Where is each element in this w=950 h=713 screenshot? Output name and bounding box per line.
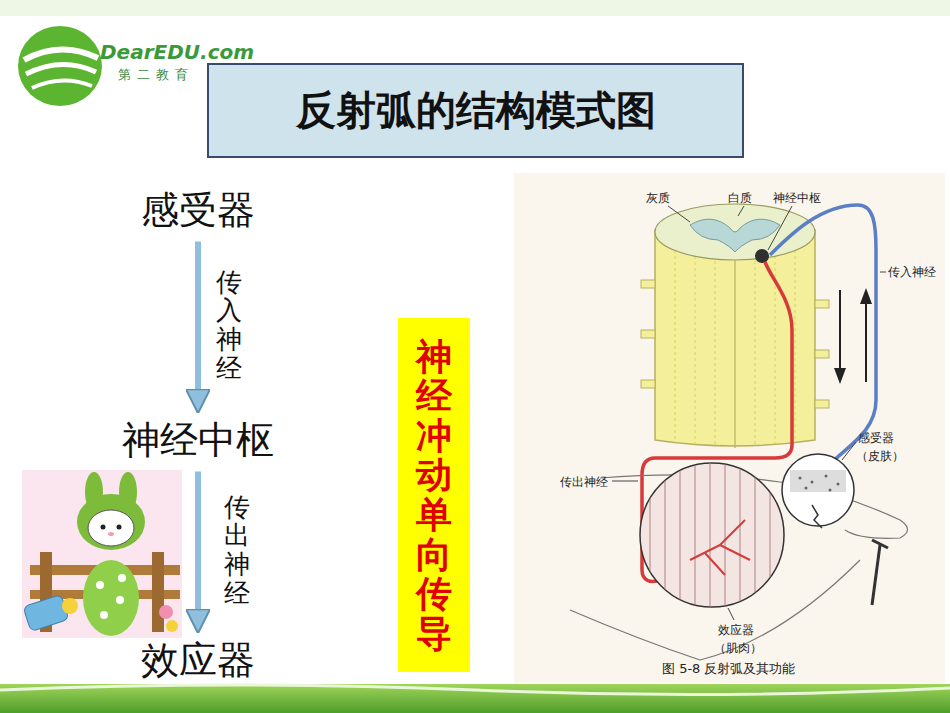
logo-mark xyxy=(18,26,102,106)
top-stripe xyxy=(0,0,950,16)
edge-label-box: 传出神经 xyxy=(224,493,250,607)
highlight-box: 神经冲动单向传导 xyxy=(398,318,470,672)
arrow-connector xyxy=(195,242,201,409)
node-text: 神经中枢 xyxy=(116,415,280,466)
edge-label: 传出神经 xyxy=(224,493,250,607)
node-text: 神经冲动单向传导 xyxy=(416,337,452,654)
figure-caption: 图 5-8 反射弧及其功能 xyxy=(662,660,796,678)
figure-label: 白质 xyxy=(728,190,752,207)
figure-label: 感受器 xyxy=(858,430,894,447)
reflex-arc-figure xyxy=(514,173,945,683)
logo-subtext: 第二教育 xyxy=(118,66,194,84)
figure-label: （皮肤） xyxy=(856,448,904,465)
node-text: 效应器 xyxy=(135,635,261,686)
logo-text: DearEDU.com xyxy=(100,40,254,64)
title-text: 反射弧的结构模式图 xyxy=(296,83,656,138)
edge-label-box: 传入神经 xyxy=(216,268,242,382)
stage-label: 感受器 xyxy=(135,183,261,238)
stage-label: 效应器 xyxy=(135,633,261,688)
title-box: 反射弧的结构模式图 xyxy=(207,63,744,158)
figure-label: 神经中枢 xyxy=(773,190,821,207)
node-text: 感受器 xyxy=(135,185,261,236)
figure-label: 效应器 xyxy=(718,622,754,639)
figure-label: 传出神经 xyxy=(560,474,608,491)
arrow-connector xyxy=(195,472,201,629)
bottom-bar xyxy=(0,684,950,713)
figure-label: 灰质 xyxy=(646,190,670,207)
edge-label: 传入神经 xyxy=(216,268,242,382)
rabbit-cartoon xyxy=(22,470,182,638)
figure-label: （肌肉） xyxy=(714,640,762,657)
figure-label: 传入神经 xyxy=(888,264,936,281)
stage-label: 神经中枢 xyxy=(116,413,280,468)
